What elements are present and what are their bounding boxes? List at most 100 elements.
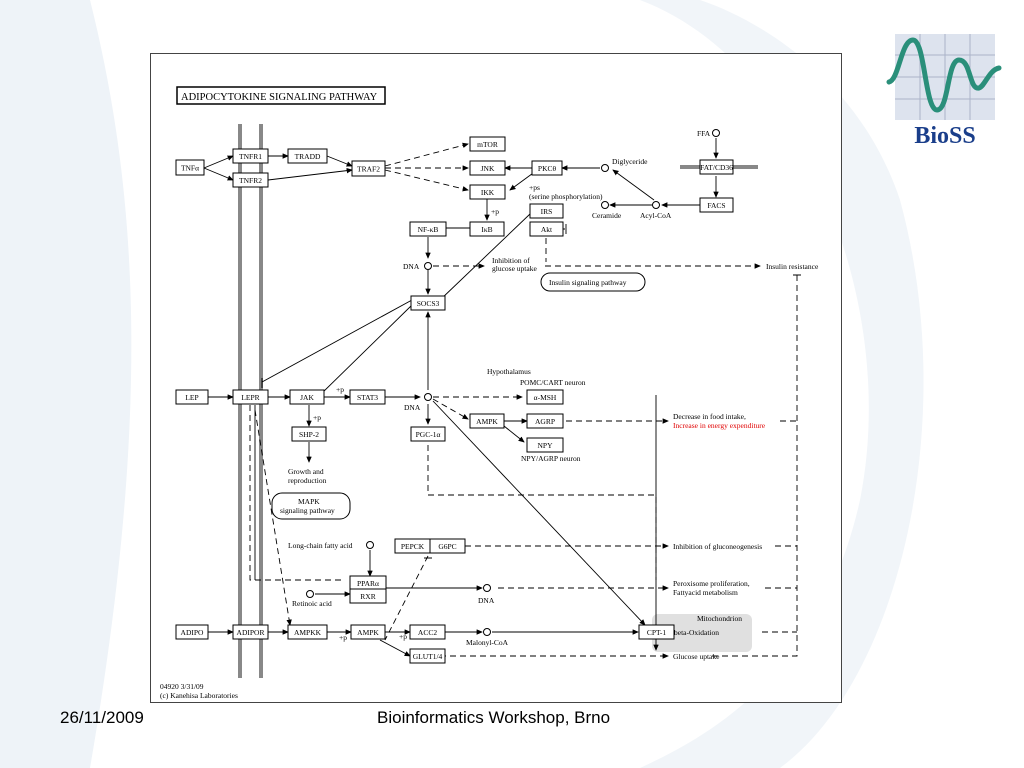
gene-box-npy[interactable] <box>526 437 564 453</box>
gene-label-adipo[interactable]: ADIPO <box>181 628 205 637</box>
label-ceramide: Ceramide <box>592 211 622 220</box>
insulin-pathway-box[interactable] <box>540 272 646 292</box>
gene-label-ampk_hyp[interactable]: AMPK <box>476 417 498 426</box>
gene-label-fatcd36[interactable]: FAT/CD36 <box>700 163 733 172</box>
gene-label-akt[interactable]: Akt <box>541 225 553 234</box>
label-dna-3: DNA <box>478 596 495 605</box>
gene-label-tnfr2[interactable]: TNFR2 <box>239 176 262 185</box>
gene-box-acc2[interactable] <box>409 624 446 640</box>
gene-label-ikb[interactable]: IκB <box>481 225 492 234</box>
label-insulin-pathway[interactable]: Insulin signaling pathway <box>549 278 627 287</box>
gene-box-glut14[interactable] <box>409 648 446 664</box>
gene-box-tnfa[interactable] <box>175 159 205 176</box>
label-pomc: POMC/CART neuron <box>520 378 586 387</box>
gene-box-ampk[interactable] <box>350 624 386 640</box>
label-ffa: FFA <box>697 129 711 138</box>
gene-label-facs[interactable]: FACS <box>707 201 725 210</box>
gene-box-rxr[interactable] <box>349 588 387 604</box>
gene-box-jak[interactable] <box>289 389 325 405</box>
gene-box-ampk_hyp[interactable] <box>469 413 505 429</box>
gene-label-pepck[interactable]: PEPCK <box>401 542 425 551</box>
label-mitochondrion: Mitochondrion <box>697 614 742 623</box>
gene-label-irs[interactable]: IRS <box>541 207 553 216</box>
gene-label-ampkk[interactable]: AMPKK <box>294 628 322 637</box>
gene-label-acc2[interactable]: ACC2 <box>418 628 437 637</box>
gene-box-g6pc[interactable] <box>429 538 466 554</box>
label-npy-neuron: NPY/AGRP neuron <box>521 454 581 463</box>
bioss-logo: BioSS <box>885 30 1007 150</box>
gene-box-nfkb[interactable] <box>409 221 447 237</box>
label-p-acc: +p <box>399 632 407 641</box>
gene-box-jnk[interactable] <box>469 160 506 176</box>
gene-box-stat3[interactable] <box>349 389 386 405</box>
gene-box-amsh[interactable] <box>526 389 564 405</box>
gene-label-nfkb[interactable]: NF-κB <box>418 225 439 234</box>
gene-label-g6pc[interactable]: G6PC <box>438 542 456 551</box>
gene-label-lep[interactable]: LEP <box>185 393 198 402</box>
mapk-pathway-box[interactable] <box>271 492 351 520</box>
gene-label-amsh[interactable]: α-MSH <box>534 393 557 402</box>
label-mapk-2[interactable]: signaling pathway <box>280 506 335 515</box>
label-dna-2: DNA <box>404 403 421 412</box>
gene-label-tnfr1[interactable]: TNFR1 <box>239 152 262 161</box>
dna-node-2 <box>424 393 432 401</box>
logo-text: BioSS <box>914 123 975 149</box>
label-inhibition-2: glucose uptake <box>492 264 537 273</box>
gene-label-npy[interactable]: NPY <box>537 441 553 450</box>
gene-box-tnfr2[interactable] <box>232 172 269 188</box>
gene-box-tnfr1[interactable] <box>232 148 269 164</box>
gene-label-traf2[interactable]: TRAF2 <box>357 165 380 174</box>
gene-box-lep[interactable] <box>175 389 209 405</box>
gene-label-jak[interactable]: JAK <box>300 393 314 402</box>
gene-label-cpt1[interactable]: CPT-1 <box>647 628 667 637</box>
gene-box-ikk[interactable] <box>469 184 506 200</box>
gene-box-facs[interactable] <box>699 197 734 213</box>
gene-box-socs3[interactable] <box>410 295 446 311</box>
gene-label-tnfa[interactable]: TNFα <box>181 164 199 173</box>
gene-label-ppara[interactable]: PPARα <box>357 579 379 588</box>
dna-node-3 <box>483 584 491 592</box>
gene-box-lepr[interactable] <box>232 389 269 405</box>
gene-box-shp2[interactable] <box>291 426 327 442</box>
label-malonyl-coa: Malonyl-CoA <box>466 638 509 647</box>
gene-box-traf2[interactable] <box>351 160 386 177</box>
gene-box-fatcd36[interactable] <box>699 159 734 175</box>
gene-label-lepr[interactable]: LEPR <box>241 393 259 402</box>
gene-label-ikk[interactable]: IKK <box>481 188 495 197</box>
gene-box-irs[interactable] <box>529 203 564 219</box>
gene-label-agrp[interactable]: AGRP <box>535 417 555 426</box>
gene-label-tradd[interactable]: TRADD <box>295 152 321 161</box>
gene-label-pkcth[interactable]: PKCθ <box>538 164 557 173</box>
label-mapk-1[interactable]: MAPK <box>298 497 320 506</box>
gene-label-socs3[interactable]: SOCS3 <box>417 299 440 308</box>
gene-box-adipo[interactable] <box>175 624 209 640</box>
pathway-title: ADIPOCYTOKINE SIGNALING PATHWAY <box>181 92 378 103</box>
gene-label-pgc1a[interactable]: PGC-1α <box>416 430 441 439</box>
gene-label-ampk[interactable]: AMPK <box>357 628 379 637</box>
label-inhibition-1: Inhibition of <box>492 256 530 265</box>
gene-label-glut14[interactable]: GLUT1/4 <box>413 652 443 661</box>
gene-box-agrp[interactable] <box>526 413 564 429</box>
footer-title: Bioinformatics Workshop, Brno <box>377 708 611 727</box>
gene-box-akt[interactable] <box>529 221 564 237</box>
gene-label-jnk[interactable]: JNK <box>481 164 495 173</box>
gene-box-ikb[interactable] <box>469 221 505 237</box>
gene-box-pgc1a[interactable] <box>410 426 446 442</box>
gene-label-adipor[interactable]: ADIPOR <box>237 628 265 637</box>
label-p-ampk: +p <box>339 633 347 642</box>
label-glucose-uptake: Glucose uptake <box>673 652 720 661</box>
gene-label-stat3[interactable]: STAT3 <box>357 393 378 402</box>
gene-box-tradd[interactable] <box>287 148 328 164</box>
gene-box-mtor[interactable] <box>469 136 506 152</box>
label-perox-2: Fattyacid metabolism <box>673 588 738 597</box>
gene-box-ampkk[interactable] <box>287 624 328 640</box>
gene-box-cpt1[interactable] <box>638 624 675 640</box>
gene-label-rxr[interactable]: RXR <box>360 592 375 601</box>
gene-box-adipor[interactable] <box>232 624 269 640</box>
label-serine: (serine phosphorylation) <box>529 192 603 201</box>
gene-box-pkcth[interactable] <box>531 160 563 176</box>
label-p-shp: +p <box>313 413 321 422</box>
gene-label-shp2[interactable]: SHP-2 <box>299 430 319 439</box>
dna-node-1 <box>424 262 432 270</box>
gene-label-mtor[interactable]: mTOR <box>477 140 498 149</box>
